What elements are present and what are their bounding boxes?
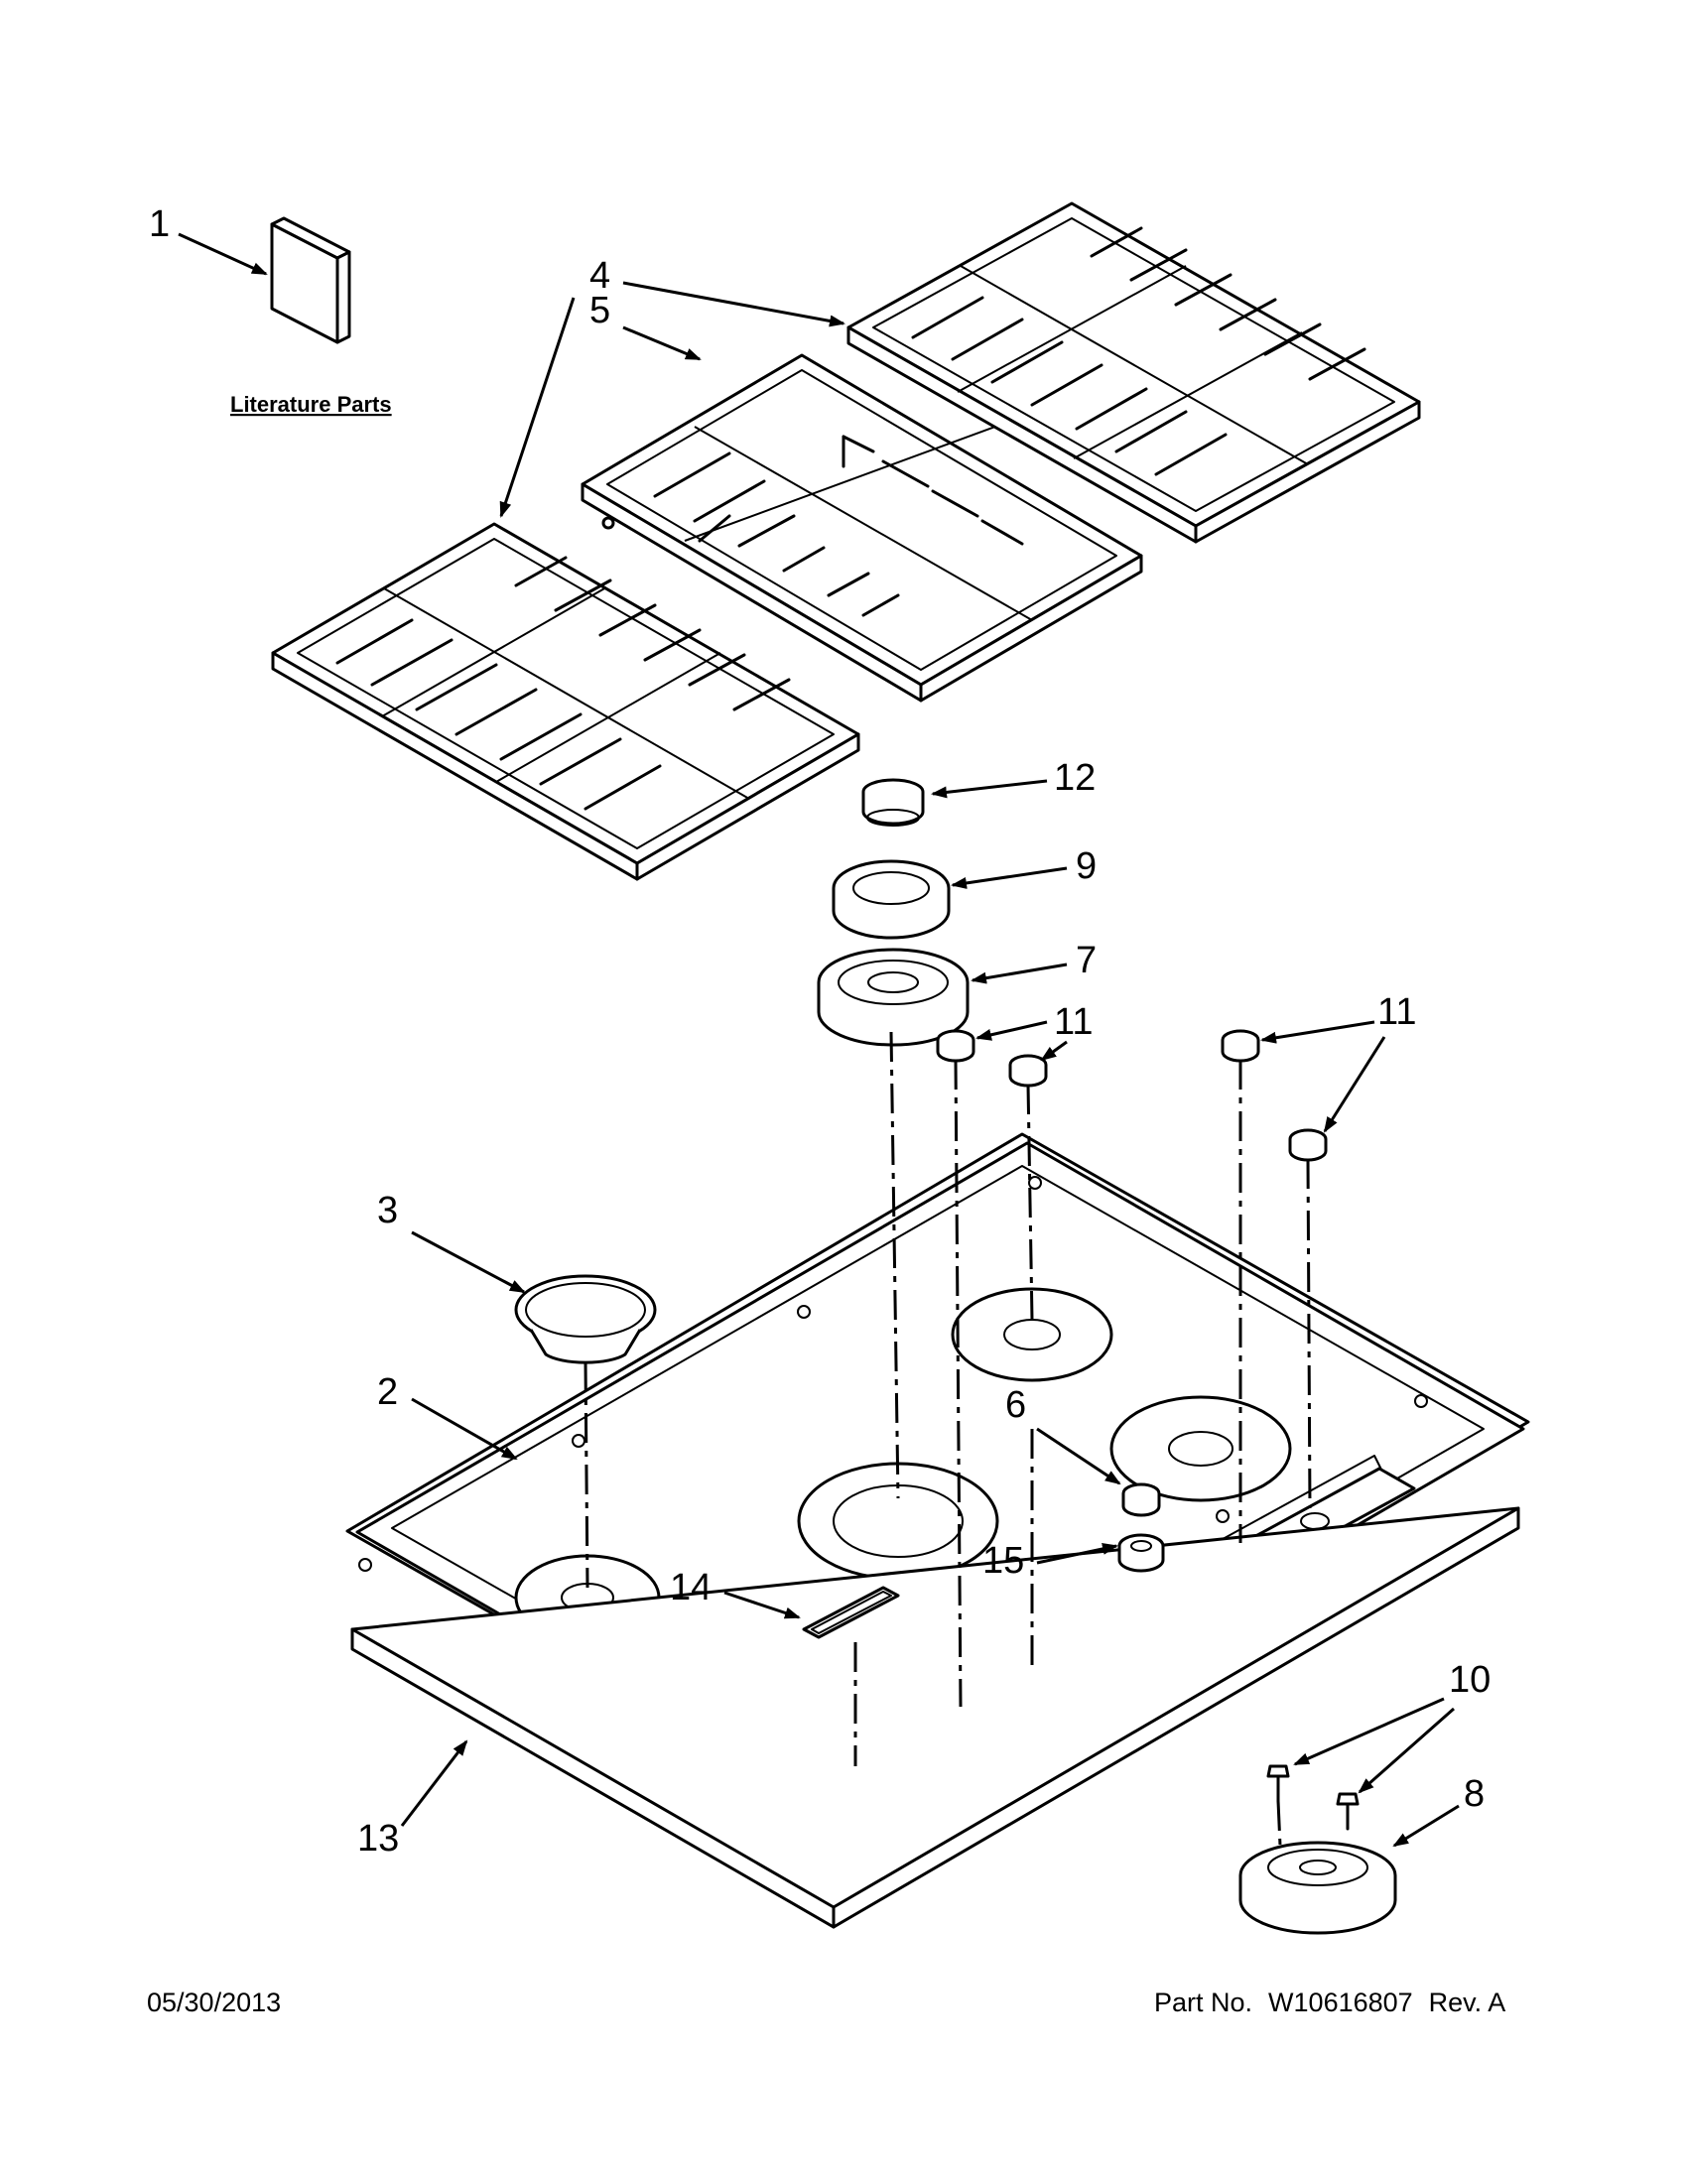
burner-base-8 [1238, 1841, 1397, 1935]
callout-2-arrow [411, 1397, 518, 1461]
callout-9: 9 [1076, 845, 1097, 887]
callout-4-arrow-right [622, 281, 845, 327]
callout-4: 4 [589, 255, 610, 297]
literature-parts-booklet [270, 216, 351, 344]
knob-cap-11b [1008, 1054, 1048, 1088]
callout-12: 12 [1054, 757, 1096, 799]
callout-6-arrow [1036, 1427, 1121, 1485]
callout-3-arrow [411, 1230, 526, 1294]
callout-15: 15 [982, 1540, 1024, 1582]
screw-10a [1266, 1764, 1290, 1803]
callout-11-left-arrow-a [975, 1020, 1048, 1041]
footer-part-info: Part No. W10616807 Rev. A [1154, 1988, 1521, 2018]
burner-cap-12 [861, 778, 925, 827]
callout-2: 2 [377, 1371, 398, 1413]
cooktop-gasket [350, 1506, 1520, 1929]
callout-11-right-arrow-a [1260, 1020, 1375, 1044]
callout-3: 3 [377, 1190, 398, 1231]
callout-11-right-arrow-b [1323, 1036, 1386, 1133]
callout-14: 14 [670, 1567, 712, 1608]
callout-13-arrow [400, 1739, 468, 1827]
callout-6: 6 [1005, 1384, 1026, 1426]
footer-revision: Rev. A [1428, 1988, 1506, 2017]
knob-cap-11c [1221, 1029, 1260, 1063]
callout-8: 8 [1464, 1773, 1485, 1815]
callout-12-arrow [931, 779, 1048, 799]
callout-11-right: 11 [1377, 991, 1416, 1033]
callout-11-left: 11 [1054, 1001, 1093, 1043]
screw-10b [1336, 1792, 1360, 1831]
callout-10: 10 [1449, 1659, 1491, 1701]
bezel-15 [1117, 1533, 1165, 1573]
callout-7: 7 [1076, 940, 1097, 981]
callout-1: 1 [149, 203, 170, 245]
knob-6 [1121, 1482, 1161, 1517]
footer-date: 05/30/2013 [147, 1988, 282, 2017]
grate-right [846, 201, 1421, 544]
callout-14-arrow [723, 1591, 801, 1619]
callout-1-arrow [178, 232, 268, 276]
callout-13: 13 [357, 1818, 399, 1860]
callout-4-arrow-left [499, 297, 576, 518]
knob-cap-11d [1288, 1128, 1328, 1162]
burner-base-7 [817, 948, 970, 1047]
callout-10-arrow-a [1293, 1697, 1445, 1766]
footer-part-number: W10616807 [1268, 1988, 1413, 2017]
callout-9-arrow [951, 866, 1068, 889]
knob-cap-11a [936, 1029, 975, 1063]
grate-left [271, 522, 860, 881]
nameplate-14 [802, 1586, 900, 1639]
callout-10-arrow-b [1358, 1707, 1455, 1794]
callout-7-arrow [971, 963, 1068, 984]
literature-parts-label: Literature Parts [230, 392, 392, 417]
callout-11-left-arrow-b [1040, 1040, 1068, 1062]
grate-center [581, 353, 1143, 703]
callout-5: 5 [589, 290, 610, 331]
callout-15-arrow [1036, 1543, 1118, 1565]
callout-8-arrow [1392, 1804, 1460, 1848]
callout-5-arrow [622, 325, 702, 361]
footer-part-label: Part No. [1154, 1988, 1253, 2017]
assembly-lines [584, 1031, 1312, 1847]
burner-cap-3 [514, 1274, 657, 1364]
burner-head-9 [832, 859, 951, 940]
